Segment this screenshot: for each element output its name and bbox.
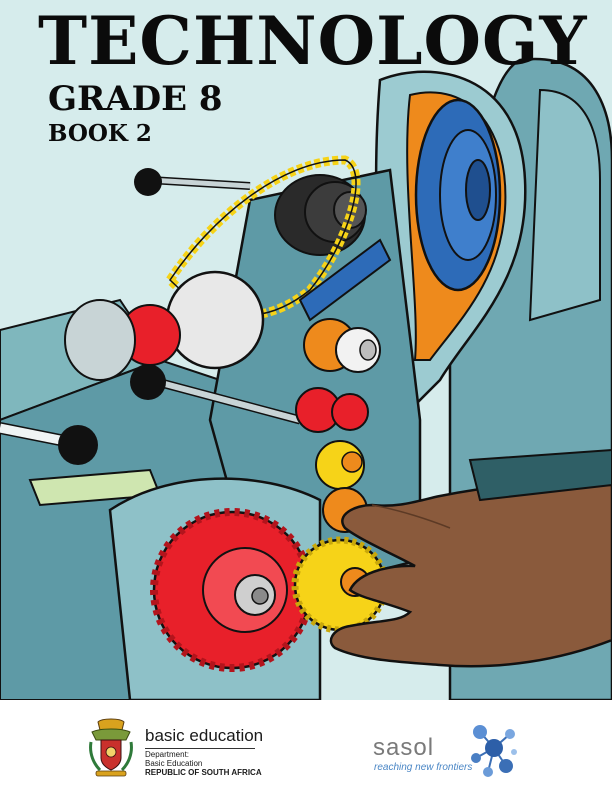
department-name: basic education bbox=[145, 726, 264, 745]
sasol-molecule-icon bbox=[471, 725, 517, 777]
large-red-gear-nut bbox=[251, 587, 269, 605]
housing-panel bbox=[528, 88, 601, 322]
lathe-machine-drawing bbox=[0, 57, 612, 700]
pulley-hub bbox=[465, 159, 491, 221]
lathe-gear-illustration: TECHNOLOGY GRADE 8 BOOK 2 bbox=[0, 0, 612, 700]
department-line-2: Basic Education bbox=[145, 759, 203, 768]
sasol-wordmark: sasol bbox=[373, 734, 435, 761]
lever-arm-top-fill bbox=[149, 177, 251, 189]
lever-arm-left-fill bbox=[0, 423, 71, 447]
sasol-tagline: reaching new frontiers bbox=[374, 762, 473, 773]
cover-grade: GRADE 8 bbox=[48, 79, 223, 119]
cover-title: TECHNOLOGY bbox=[38, 2, 588, 80]
hand-crease bbox=[371, 504, 451, 529]
shaft-bore bbox=[359, 339, 377, 361]
department-divider bbox=[145, 748, 255, 749]
dark-slot bbox=[468, 448, 612, 502]
lever-knob-mid bbox=[130, 364, 166, 400]
lever-knob-top bbox=[134, 168, 162, 196]
cover-footer: basic education Department: Basic Educat… bbox=[0, 700, 612, 806]
white-shaft-end bbox=[335, 327, 381, 373]
hand bbox=[329, 481, 612, 668]
small-yellow-gear-hub bbox=[341, 451, 363, 473]
spindle-chuck bbox=[165, 270, 265, 370]
blue-rack bbox=[298, 238, 392, 322]
department-line-1: Department: bbox=[145, 750, 190, 759]
cover-book: BOOK 2 bbox=[48, 120, 152, 147]
coat-of-arms-icon bbox=[89, 718, 133, 777]
lever-arm-mid-fill bbox=[149, 377, 301, 423]
lever-knob-left bbox=[58, 425, 98, 465]
spindle-collar bbox=[64, 299, 136, 381]
department-line-3: REPUBLIC OF SOUTH AFRICA bbox=[145, 768, 262, 777]
small-red-gear-b bbox=[331, 393, 369, 431]
